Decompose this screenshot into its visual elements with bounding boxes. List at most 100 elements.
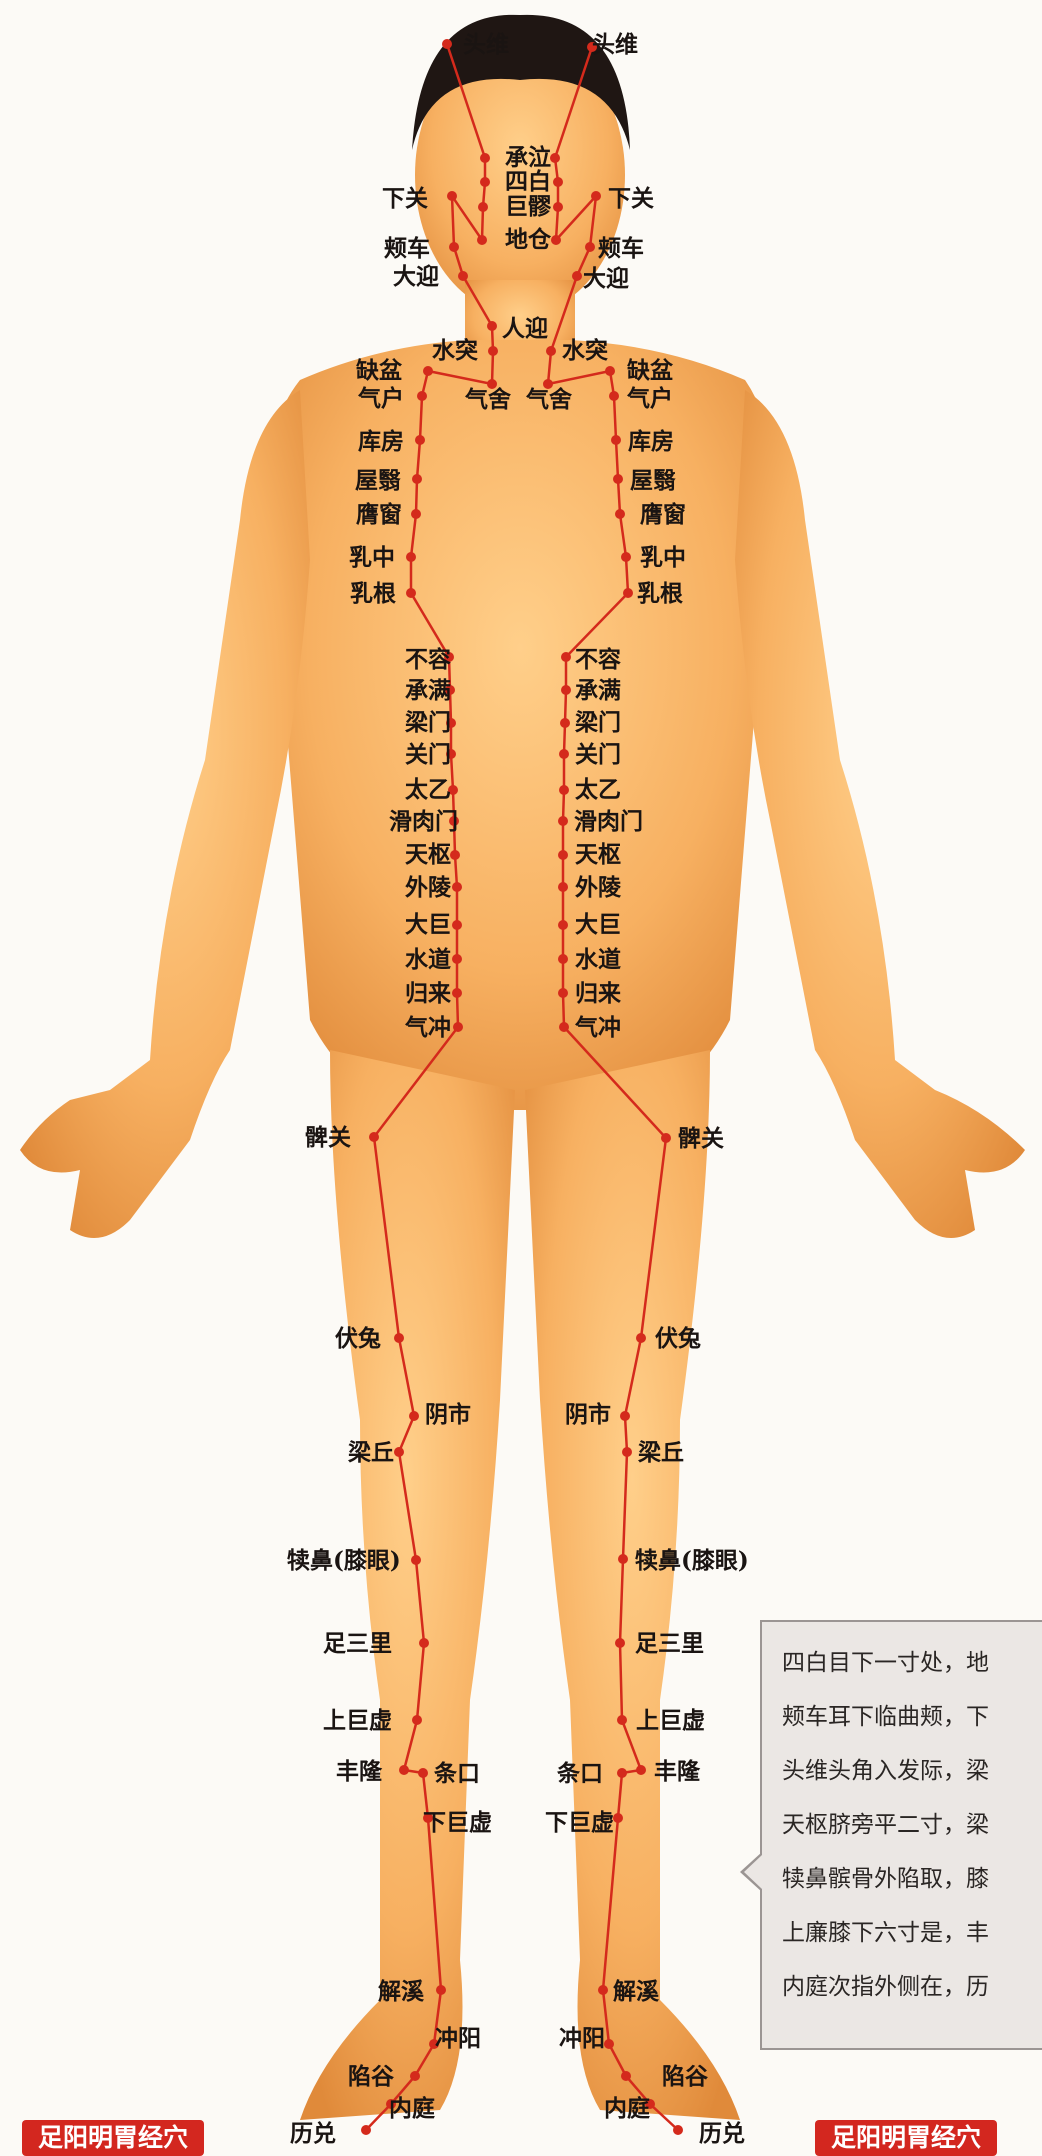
acupoint-label: 承满 (575, 677, 621, 704)
acupoint-label: 犊鼻(膝眼) (287, 1547, 401, 1574)
acupoint-label: 伏兔 (335, 1325, 381, 1352)
acupoint-dot (409, 1411, 419, 1421)
acupoint-label: 太乙 (575, 776, 621, 803)
acupoint-dot (399, 1765, 409, 1775)
acupoint-dot (458, 271, 468, 281)
acupoint-label: 条口 (434, 1760, 480, 1787)
acupoint-dot (558, 882, 568, 892)
acupoint-dot (618, 1554, 628, 1564)
acupoint-dot (546, 346, 556, 356)
acupoint-label: 库房 (358, 428, 404, 455)
acupoint-dot (591, 191, 601, 201)
acupoint-label: 承泣 (505, 144, 551, 171)
acupoint-dot (572, 271, 582, 281)
acupoint-dot (598, 1985, 608, 1995)
acupoint-dot (613, 474, 623, 484)
acupoint-label: 历兑 (699, 2120, 745, 2147)
acupoint-label: 条口 (557, 1760, 603, 1787)
acupoint-dot (558, 954, 568, 964)
acupoint-label: 陷谷 (348, 2063, 395, 2090)
acupoint-label: 髀关 (678, 1125, 724, 1152)
acupoint-label: 大巨 (575, 911, 621, 938)
acupoint-dot (361, 2125, 371, 2135)
acupoint-label: 足三里 (323, 1630, 392, 1657)
acupoint-label: 水道 (575, 946, 621, 973)
acupoint-dot (411, 1555, 421, 1565)
acupoint-dot (661, 1133, 671, 1143)
acupoint-label: 水道 (405, 946, 451, 973)
acupoint-dot (553, 202, 563, 212)
acupoint-dot (558, 920, 568, 930)
acupoint-label: 头维 (463, 31, 509, 58)
acupoint-dot (410, 2071, 420, 2081)
acupoint-dot (447, 191, 457, 201)
acupoint-label: 膺窗 (356, 501, 402, 528)
acupoint-dot (417, 391, 427, 401)
verse-line: 头维头角入发际，梁 (782, 1744, 1042, 1798)
acupoint-dot (478, 202, 488, 212)
acupoint-label: 乳根 (637, 580, 683, 607)
acupoint-label: 颊车 (384, 235, 430, 262)
acupoint-dot (406, 552, 416, 562)
acupoint-label: 乳中 (349, 544, 395, 571)
acupoint-dot (558, 850, 568, 860)
acupoint-dot (480, 153, 490, 163)
acupoint-dot (452, 954, 462, 964)
acupoint-label: 足三里 (635, 1630, 704, 1657)
acupoint-label: 太乙 (405, 776, 451, 803)
acupoint-dot (488, 346, 498, 356)
acupoint-dot (673, 2125, 683, 2135)
acupoint-label: 丰隆 (336, 1758, 383, 1785)
acupoint-label: 陷谷 (662, 2063, 709, 2090)
acupoint-dot (559, 749, 569, 759)
acupoint-label: 内庭 (389, 2095, 435, 2122)
verse-line: 天枢脐旁平二寸，梁 (782, 1798, 1042, 1852)
acupoint-dot (621, 552, 631, 562)
note-pointer-fill (744, 1855, 762, 1889)
acupoint-label: 犊鼻(膝眼) (635, 1547, 749, 1574)
acupoint-dot (394, 1447, 404, 1457)
acupoint-label: 历兑 (290, 2120, 336, 2147)
verse-line: 四白目下一寸处，地 (782, 1636, 1042, 1690)
acupoint-label: 解溪 (613, 1978, 660, 2005)
acupoint-dot (636, 1333, 646, 1343)
acupoint-dot (442, 39, 452, 49)
acupoint-label: 阴市 (565, 1401, 611, 1428)
acupoint-label: 水突 (432, 337, 478, 364)
verse-line: 上廉膝下六寸是，丰 (782, 1906, 1042, 1960)
acupoint-dot (423, 366, 433, 376)
acupoint-dot (615, 509, 625, 519)
acupoint-label: 屋翳 (630, 467, 676, 494)
title-tag-left: 足阳明胃经穴 (22, 2120, 204, 2156)
acupoint-dot (394, 1333, 404, 1343)
acupoint-dot (559, 1022, 569, 1032)
acupoint-dot (412, 1715, 422, 1725)
acupoint-dot (604, 2039, 614, 2049)
acupoint-dot (615, 1638, 625, 1648)
acupoint-label: 四白 (505, 168, 551, 195)
acupoint-label: 气舍 (525, 386, 572, 413)
acupoint-label: 下巨虚 (545, 1809, 614, 1836)
acupoint-label: 阴市 (425, 1401, 471, 1428)
acupoint-label: 冲阳 (435, 2025, 481, 2052)
verse-line: 内庭次指外侧在，历 (782, 1960, 1042, 2014)
acupoint-dot (406, 588, 416, 598)
acupoint-label: 气冲 (404, 1014, 451, 1041)
acupoint-dot (449, 242, 459, 252)
acupoint-dot (621, 2071, 631, 2081)
acupoint-label: 大迎 (393, 263, 439, 290)
acupoint-dot (561, 652, 571, 662)
acupoint-dot (453, 1022, 463, 1032)
acupoint-dot (561, 685, 571, 695)
acupoint-label: 关门 (575, 741, 621, 768)
acupoint-dot (452, 988, 462, 998)
verse-note-box: 四白目下一寸处，地 颊车耳下临曲颊，下 头维头角入发际，梁 天枢脐旁平二寸，梁 … (760, 1620, 1042, 2050)
acupoint-dot (560, 718, 570, 728)
acupoint-dot (553, 177, 563, 187)
acupoint-dot (622, 1447, 632, 1457)
acupoint-label: 归来 (575, 980, 622, 1007)
acupoint-label: 梁丘 (347, 1439, 394, 1466)
acupoint-label: 外陵 (405, 874, 452, 901)
acupoint-dot (558, 988, 568, 998)
acupoint-label: 颊车 (598, 235, 644, 262)
